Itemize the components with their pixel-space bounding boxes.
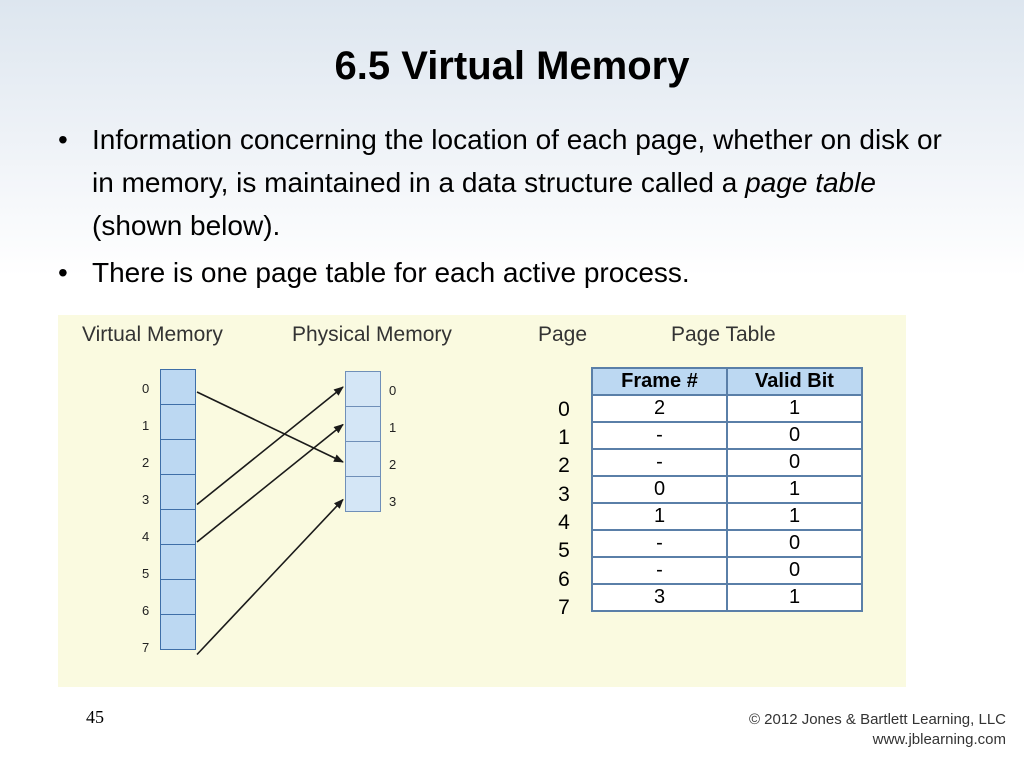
page-number: 1 [558,426,570,449]
valid-bit-cell: 1 [726,502,863,531]
page-number: 3 [558,483,570,506]
virtual-page-cell [160,579,196,615]
column-header-valid-bit: Valid Bit [726,367,863,396]
valid-bit-cell: 1 [726,394,863,423]
virtual-page-index: 5 [142,566,150,581]
physical-frame-cell [345,476,381,512]
page-label: Page [538,323,588,346]
mapping-arrow [196,498,344,656]
valid-bit-cell: 1 [726,583,863,612]
page-table-label: Page Table [671,323,776,346]
frame-cell: 1 [591,502,728,531]
column-header-frame: Frame # [591,367,728,396]
valid-bit-cell: 0 [726,556,863,585]
physical-frame-cell [345,441,381,477]
mapping-arrow [196,423,344,543]
page-number: 6 [558,568,570,591]
frame-cell: - [591,448,728,477]
virtual-page-cell [160,509,196,545]
page-number: 4 [558,511,570,534]
page-number: 5 [558,539,570,562]
frame-cell: 3 [591,583,728,612]
copyright-line: © 2012 Jones & Bartlett Learning, LLC [748,711,1006,728]
bullet-dot-icon: • [58,124,68,155]
bullet-item: • There is one page table for each activ… [50,251,950,294]
bullet-emphasis: page table [745,167,876,198]
bullet-text-start: Information concerning the location of e… [92,124,942,198]
bullet-text-end: (shown below). [92,210,281,241]
mapping-arrow [196,391,344,463]
virtual-page-index: 4 [142,529,150,544]
virtual-memory-label: Virtual Memory [82,323,223,346]
table-row: -0 [591,448,863,477]
virtual-page-cell [160,369,196,405]
virtual-page-index: 0 [142,381,150,396]
virtual-page-index: 3 [142,492,150,507]
valid-bit-cell: 1 [726,475,863,504]
bullet-dot-icon: • [58,257,68,288]
physical-frame-cell [345,406,381,442]
frame-cell: 2 [591,394,728,423]
mapping-arrows [196,386,344,656]
mapping-arrow [196,386,344,506]
table-row: -0 [591,421,863,450]
bullet-text: There is one page table for each active … [92,257,690,288]
virtual-page-cell [160,544,196,580]
valid-bit-cell: 0 [726,529,863,558]
physical-memory-label: Physical Memory [292,323,452,346]
frame-cell: - [591,556,728,585]
physical-frame-cell [345,371,381,407]
page-number: 2 [558,454,570,477]
virtual-page-index: 1 [142,418,150,433]
frame-cell: - [591,421,728,450]
virtual-page-index: 2 [142,455,150,470]
page-table-figure: Virtual Memory Physical Memory Page Page… [58,315,906,687]
page-number: 7 [558,596,570,619]
virtual-page-index: 6 [142,603,150,618]
virtual-page-cell [160,474,196,510]
virtual-page-index: 7 [142,640,150,655]
virtual-page-cell [160,614,196,650]
slide-title: 6.5 Virtual Memory [334,44,690,88]
table-row: -0 [591,556,863,585]
frame-cell: 0 [591,475,728,504]
physical-frame-index: 2 [389,457,397,472]
physical-memory-column [345,371,381,512]
page-number: 0 [558,398,570,421]
slide-number: 45 [86,707,104,727]
frame-cell: - [591,529,728,558]
virtual-memory-column [160,369,196,650]
copyright-notice: © 2012 Jones & Bartlett Learning, LLC ww… [749,710,1006,750]
table-row: -0 [591,529,863,558]
physical-frame-index: 1 [389,420,397,435]
physical-frame-index: 3 [389,494,397,509]
virtual-page-cell [160,439,196,475]
bullet-item: • Information concerning the location of… [50,118,950,247]
publisher-url: www.jblearning.com [872,731,1006,748]
valid-bit-cell: 0 [726,448,863,477]
table-header-row: Frame # Valid Bit [591,367,863,396]
physical-frame-index: 0 [389,383,397,398]
valid-bit-cell: 0 [726,421,863,450]
bullet-list: • Information concerning the location of… [50,118,950,294]
virtual-page-cell [160,404,196,440]
